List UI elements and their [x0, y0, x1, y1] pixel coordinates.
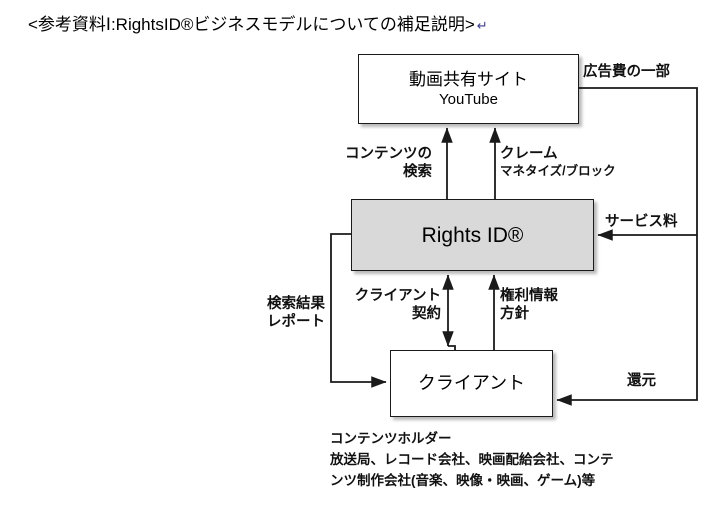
node-client-title: クライアント [417, 373, 526, 393]
node-rights-id-title: Rights ID® [421, 223, 524, 247]
page-title-text: <参考資料Ⅰ:RightsID®ビジネスモデルについての補足説明> [28, 15, 475, 34]
caption-line2: 放送局、レコード会社、映画配給会社、コンテ [330, 452, 614, 467]
edge-ad-fee [579, 87, 698, 235]
caption-content-holder: コンテンツホルダー 放送局、レコード会社、映画配給会社、コンテ ンツ制作会社(音… [330, 428, 720, 491]
node-youtube-title: 動画共有サイト [409, 70, 528, 89]
label-claim-line2: マネタイズ/ブロック [500, 164, 616, 178]
label-client-contract: クライアント 契約 [345, 287, 441, 323]
label-content-search: コンテンツの 検索 [336, 145, 432, 181]
label-return: 還元 [627, 373, 656, 389]
label-rights-information-line2: 方針 [500, 306, 529, 322]
label-client-contract-line1: クライアント [354, 288, 441, 304]
label-content-search-line2: 検索 [403, 164, 432, 180]
edge-search-report [330, 233, 387, 388]
label-advertising-fee: 広告費の一部 [583, 64, 670, 80]
node-rights-id[interactable]: Rights ID® [351, 199, 594, 271]
label-claim-line1: クレーム [500, 146, 558, 162]
caption-line3: ンツ制作会社(音楽、映像・映画、ゲーム)等 [330, 473, 596, 488]
node-client[interactable]: クライアント [390, 350, 553, 417]
caption-line1: コンテンツホルダー [330, 431, 452, 446]
label-rights-information-line1: 権利情報 [500, 288, 558, 304]
label-service-fee: サービス料 [605, 214, 678, 230]
label-client-contract-line2: 契約 [412, 306, 441, 322]
paragraph-mark: ↵ [476, 18, 488, 33]
label-search-result-report-line2: レポート [267, 314, 325, 330]
label-search-result-report: 検索結果 レポート [224, 295, 325, 331]
page-title: <参考資料Ⅰ:RightsID®ビジネスモデルについての補足説明>↵ [28, 10, 488, 35]
node-youtube-subtitle: YouTube [439, 91, 498, 108]
label-search-result-report-line1: 検索結果 [267, 296, 325, 312]
edge-return [556, 235, 698, 406]
label-claim: クレーム マネタイズ/ブロック [500, 145, 640, 180]
edge-client-top-bus [448, 345, 456, 350]
label-content-search-line1: コンテンツの [345, 146, 432, 162]
label-rights-information-policy: 権利情報 方針 [500, 287, 596, 323]
node-video-sharing-site[interactable]: 動画共有サイト YouTube [358, 54, 579, 124]
